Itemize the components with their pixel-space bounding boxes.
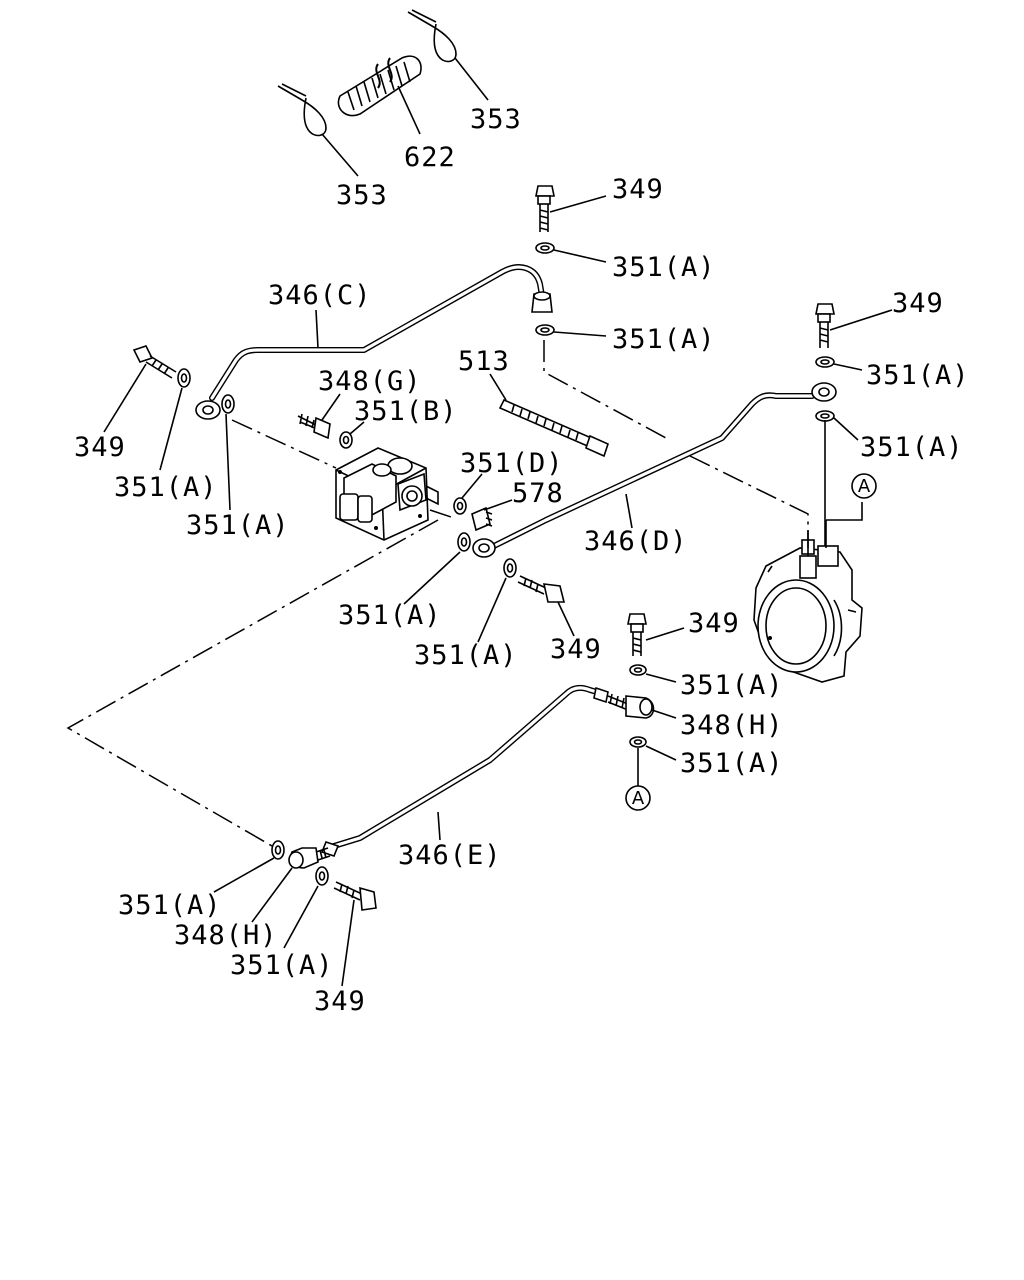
label-351a-mid-2: 351(A): [414, 640, 518, 671]
washer-351a-top-1: [535, 242, 607, 263]
washer-351a-mid-2: [477, 558, 517, 643]
washer-351d: [453, 473, 483, 515]
label-349-left: 349: [74, 432, 126, 463]
label-513: 513: [458, 346, 510, 377]
bolt-349-top-center: [535, 185, 607, 232]
cable-tie-353-left: [277, 83, 359, 177]
washer-351a-right-1: [815, 356, 863, 371]
reference-a-bottom-label: A: [632, 788, 645, 809]
washer-351a-left-2: [221, 394, 235, 511]
label-346c: 346(C): [268, 280, 372, 311]
caliper-body: [753, 502, 863, 683]
brake-pipe-346e: [320, 684, 609, 857]
washer-351b: [339, 421, 365, 449]
plug-578: [471, 499, 513, 532]
label-348g: 348(G): [318, 366, 422, 397]
label-351a-right-1: 351(A): [866, 360, 970, 391]
washer-351a-mid-1: [403, 532, 471, 605]
washer-351a-right-2: [815, 410, 859, 441]
label-346e: 346(E): [398, 840, 502, 871]
fitting-348g: [297, 393, 341, 440]
washer-351a-lower-right-1: [629, 664, 677, 683]
reference-circle-a-bottom: A: [625, 785, 651, 811]
label-348h-left: 348(H): [174, 920, 278, 951]
label-351a-right-2: 351(A): [860, 432, 964, 463]
corrugated-tube-622: [337, 55, 422, 135]
valve-assembly: [335, 447, 439, 541]
washer-351a-left-1: [159, 368, 191, 471]
bolt-349-bottom: [333, 881, 377, 987]
reference-a-top-label: A: [858, 476, 871, 497]
label-351d: 351(D): [460, 448, 564, 479]
washer-351a-top-2: [535, 324, 607, 337]
label-353-top-left: 353: [336, 180, 388, 211]
label-578: 578: [512, 478, 564, 509]
cable-tie-353-right: [407, 9, 489, 101]
label-351a-bottom-2: 351(A): [230, 950, 334, 981]
washer-351a-bottom-2: [283, 866, 329, 949]
bolt-349-right-top: [815, 303, 893, 348]
label-351a-top-1: 351(A): [612, 252, 716, 283]
label-622: 622: [404, 142, 456, 173]
label-353-top-right: 353: [470, 104, 522, 135]
label-351a-top-2: 351(A): [612, 324, 716, 355]
label-349-top: 349: [612, 174, 664, 205]
bolt-349-lower-right: [627, 613, 685, 656]
bolt-349-left: [103, 345, 177, 433]
label-349-lower-right: 349: [688, 608, 740, 639]
bolt-349-mid: [517, 575, 575, 637]
label-351a-lower-right-1: 351(A): [680, 670, 784, 701]
label-351a-mid-1: 351(A): [338, 600, 442, 631]
label-349-bottom: 349: [314, 986, 366, 1017]
label-349-right: 349: [892, 288, 944, 319]
cable-strap-513: [489, 373, 609, 458]
label-346d: 346(D): [584, 526, 688, 557]
label-351a-left-1: 351(A): [114, 472, 218, 503]
fitting-348h-right: [607, 693, 677, 719]
washer-351a-bottom-1: [213, 840, 285, 893]
label-349-mid: 349: [550, 634, 602, 665]
centerlines: [66, 340, 809, 847]
washer-351a-lower-right-2: [629, 736, 677, 786]
brake-pipe-346c: [195, 264, 553, 420]
label-351b: 351(B): [354, 396, 458, 427]
label-351a-bottom-1: 351(A): [118, 890, 222, 921]
label-348h-right: 348(H): [680, 710, 784, 741]
label-351a-lower-right-2: 351(A): [680, 748, 784, 779]
fitting-348h-left: [251, 847, 331, 923]
brake-pipe-346d: [472, 382, 837, 558]
label-351a-left-2: 351(A): [186, 510, 290, 541]
reference-circle-a-top: A: [851, 473, 877, 499]
